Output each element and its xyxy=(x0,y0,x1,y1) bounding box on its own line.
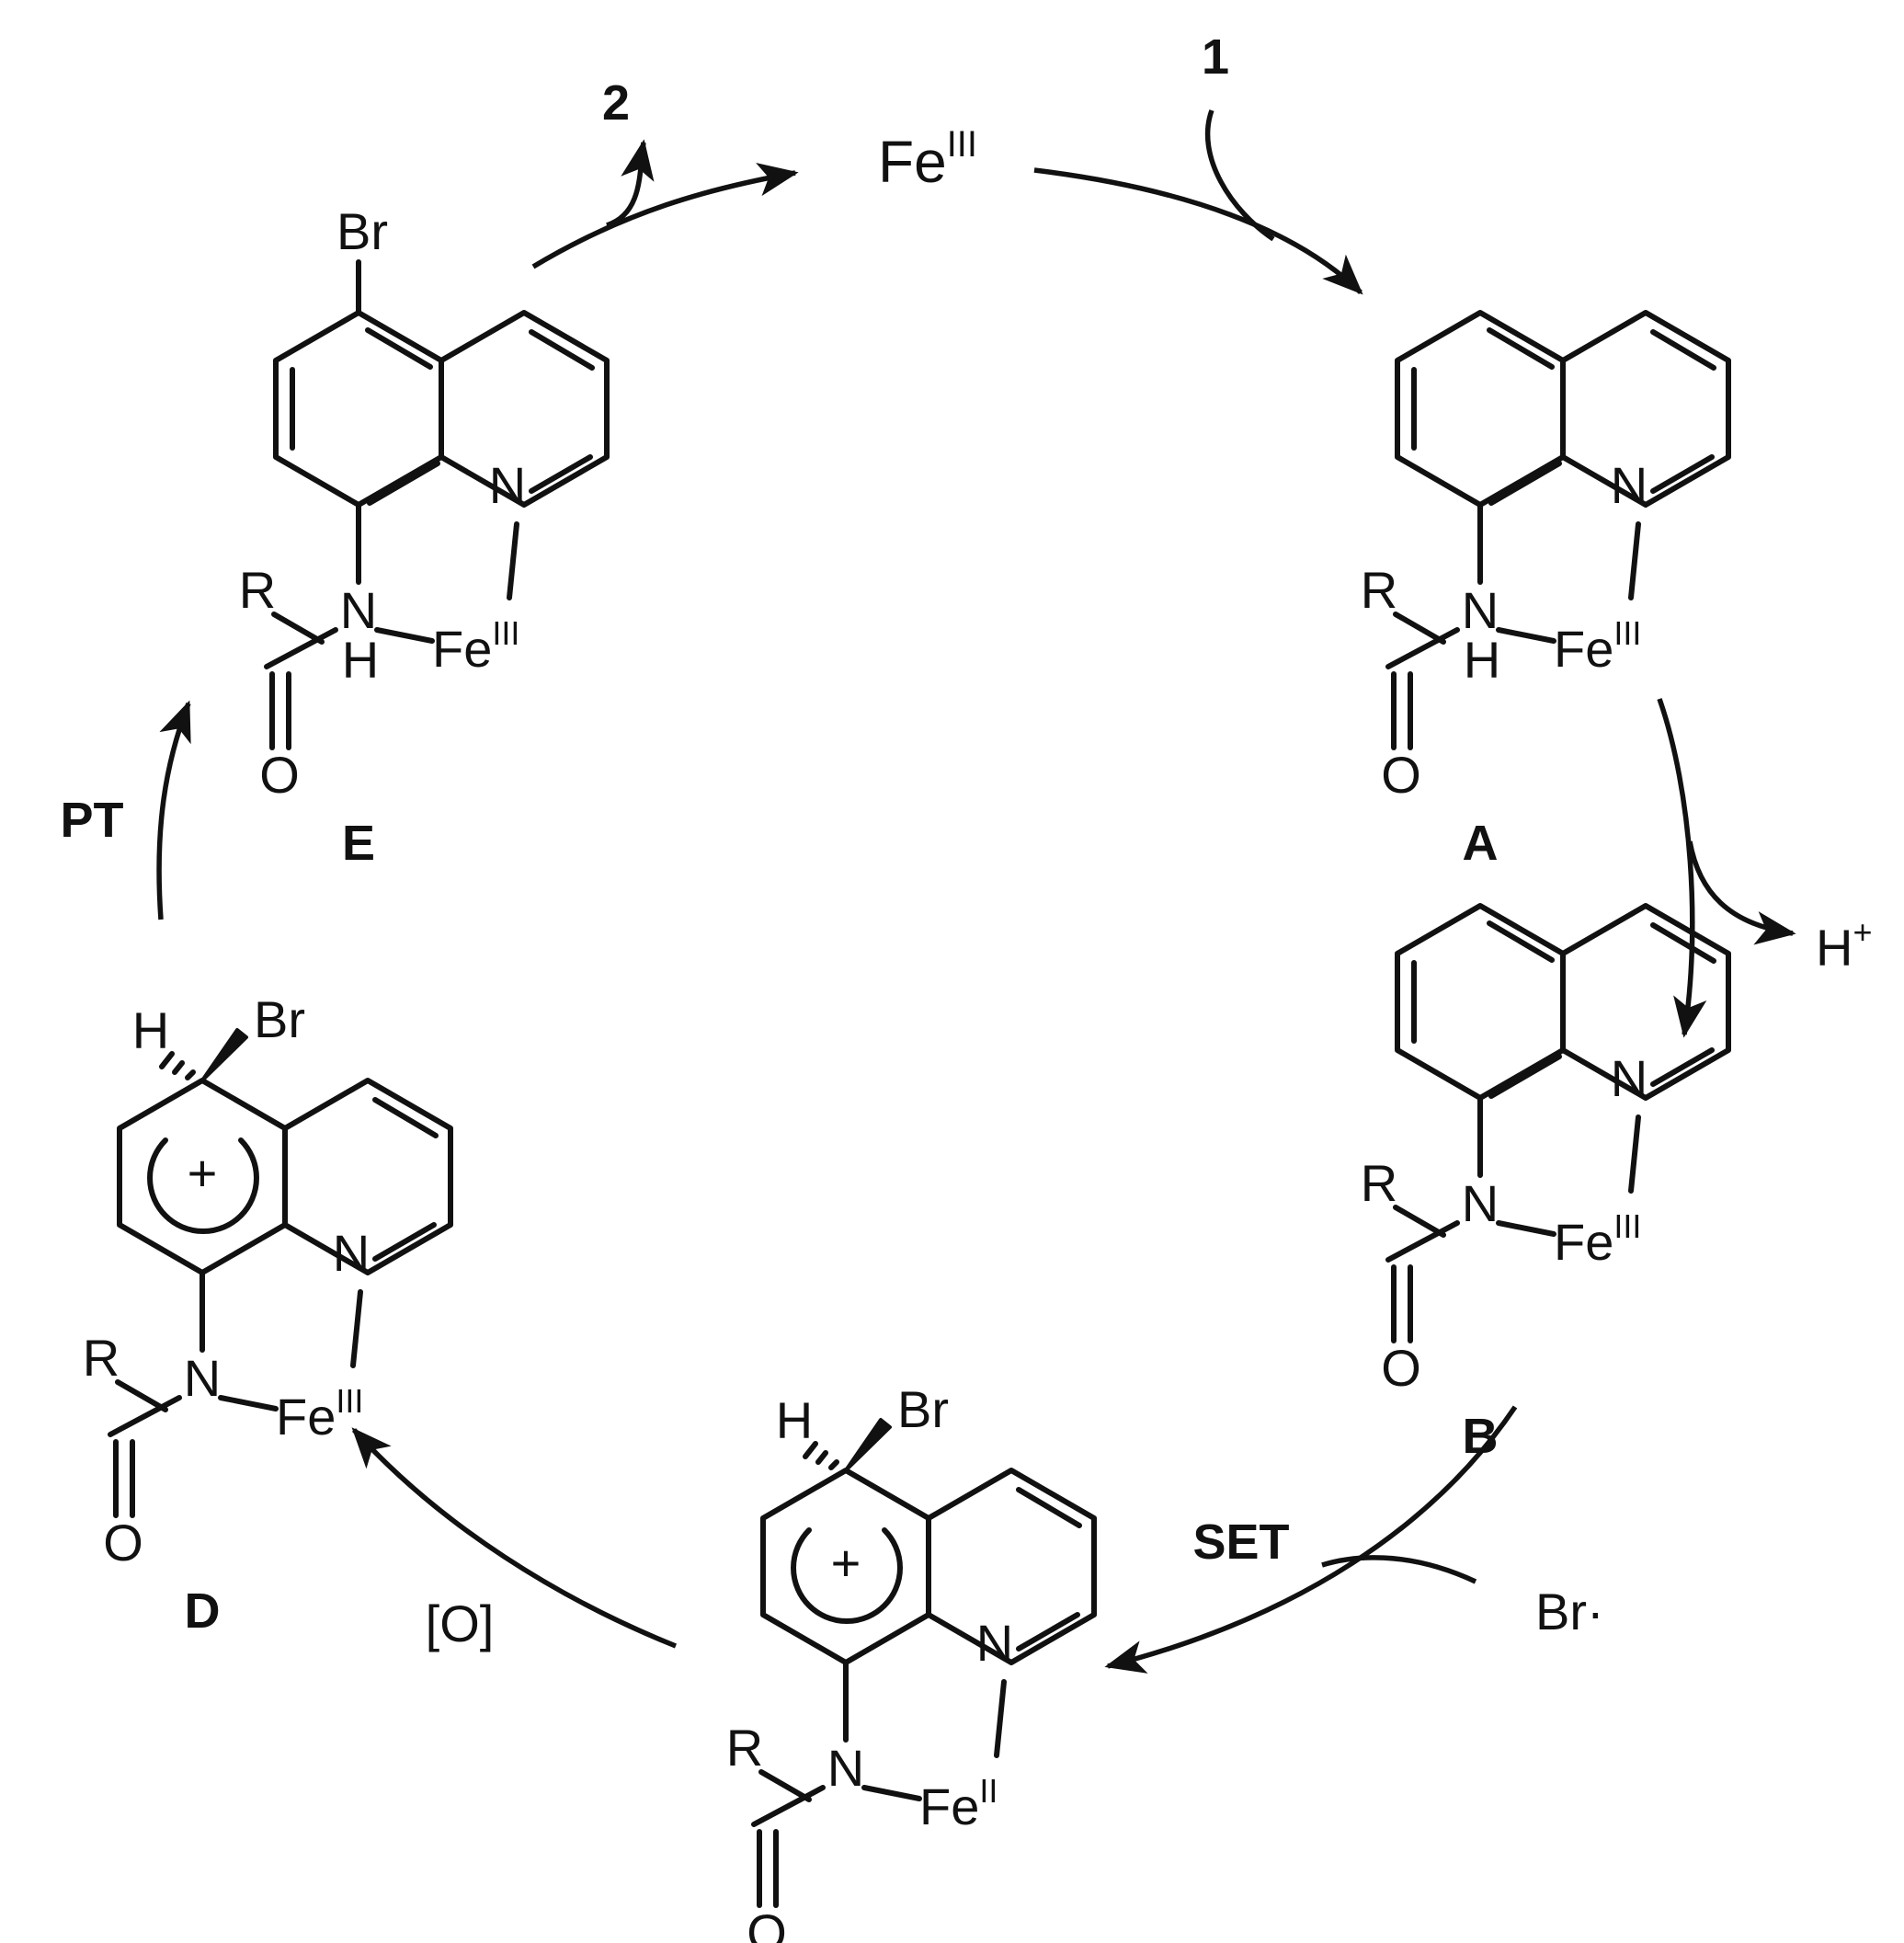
catalyst-fe: FeIII xyxy=(878,124,977,195)
atom-R: R xyxy=(726,1719,763,1777)
atom-R: R xyxy=(239,561,276,619)
proton: H+ xyxy=(1816,913,1872,977)
atom-N-quinoline: N xyxy=(976,1614,1013,1672)
arrow-A-to-B xyxy=(1657,698,1707,1038)
compound-D: H Br + N N R O FeIII D xyxy=(83,990,450,1639)
arrow-proton-out xyxy=(1687,840,1796,945)
atom-O: O xyxy=(1381,1339,1421,1397)
atom-Fe: FeIII xyxy=(276,1382,363,1446)
atom-R: R xyxy=(1361,1154,1397,1212)
compound-A: N N H R O FeIII A xyxy=(1361,313,1728,871)
atom-Br: Br xyxy=(336,202,388,260)
atom-N-amide: N xyxy=(184,1349,221,1407)
atom-Fe: FeIII xyxy=(1554,614,1641,678)
arenium-plus: + xyxy=(188,1144,218,1202)
atom-N-amide: N xyxy=(340,581,377,639)
arrow-br-radical-in xyxy=(1321,1555,1477,1584)
label-E: E xyxy=(342,816,375,871)
atom-H-sp3: H xyxy=(132,1001,169,1059)
atom-O: O xyxy=(747,1903,787,1943)
label-D: D xyxy=(185,1583,221,1639)
atom-N-amide: N xyxy=(1462,581,1499,639)
atom-Br: Br xyxy=(897,1380,949,1438)
atom-H-amide: H xyxy=(1464,631,1500,689)
compound-C: H Br + N N R O FeII C xyxy=(726,1380,1094,1943)
br-radical: Br· xyxy=(1535,1583,1604,1640)
atom-R: R xyxy=(83,1329,120,1387)
atom-N-quinoline: N xyxy=(1611,1049,1647,1107)
atom-O: O xyxy=(103,1514,143,1572)
atom-N-amide: N xyxy=(1462,1174,1499,1232)
step-oxidation: [O] xyxy=(426,1594,495,1652)
atom-Br: Br xyxy=(254,990,305,1048)
atom-N-quinoline: N xyxy=(489,456,526,514)
arenium-plus: + xyxy=(831,1534,861,1592)
atom-R: R xyxy=(1361,561,1397,619)
arrow-E-to-fe xyxy=(531,163,799,269)
compound-E: Br N N H R O FeIII E xyxy=(239,202,607,871)
arrow-B-to-C xyxy=(1104,1405,1518,1674)
arrow-fe-to-A xyxy=(1033,167,1363,295)
substrate-1: 1 xyxy=(1202,29,1229,85)
step-set: SET xyxy=(1192,1514,1289,1570)
step-pt: PT xyxy=(60,793,123,848)
atom-Fe: FeIII xyxy=(432,614,519,678)
atom-Fe: FeII xyxy=(919,1772,998,1835)
compound-B: N N R O FeIII B xyxy=(1361,906,1728,1464)
atom-H-sp3: H xyxy=(776,1391,813,1449)
atom-O: O xyxy=(259,746,300,804)
arrow-C-to-D xyxy=(351,1427,678,1649)
arrow-D-to-E xyxy=(156,700,191,920)
product-2: 2 xyxy=(602,75,630,131)
atom-N-amide: N xyxy=(827,1739,864,1797)
arrow-product-out xyxy=(606,139,655,228)
label-A: A xyxy=(1463,816,1499,871)
atom-N-quinoline: N xyxy=(333,1224,370,1282)
atom-N-quinoline: N xyxy=(1611,456,1647,514)
atom-H-amide: H xyxy=(342,631,379,689)
arrow-substrate-in xyxy=(1204,109,1275,242)
atom-Fe: FeIII xyxy=(1554,1207,1641,1271)
atom-O: O xyxy=(1381,746,1421,804)
